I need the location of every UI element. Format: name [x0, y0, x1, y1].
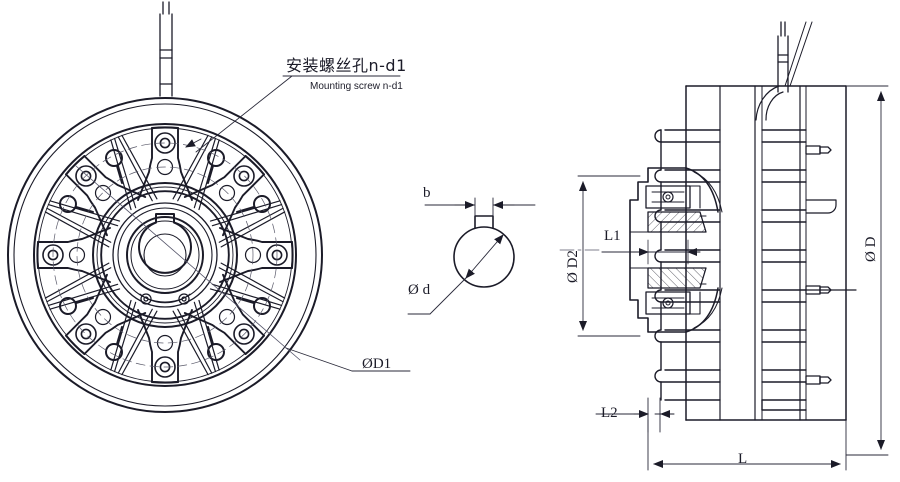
- mounting-screw-leader: [185, 75, 401, 153]
- mounting-screw-label-en: Mounting screw n-d1: [310, 81, 403, 92]
- terminal-posts: [805, 145, 832, 385]
- side-section-view: [559, 21, 857, 421]
- dim-d: [845, 85, 889, 456]
- keyway-width-label: b: [423, 185, 431, 201]
- bore-diameter-label: Ø d: [408, 282, 431, 298]
- length-l2-label: L2: [601, 405, 618, 421]
- diameter-d-label: Ø D: [863, 236, 879, 262]
- hub-face-holes: [139, 293, 191, 305]
- inner-pin-holes: [68, 158, 262, 352]
- length-l1-label: L1: [604, 228, 621, 244]
- diameter-d1-label: ØD1: [362, 356, 392, 372]
- section-hub-bearing: [629, 167, 723, 333]
- dim-l: [647, 419, 847, 471]
- diameter-d2-label: Ø D2: [565, 250, 581, 283]
- dim-l1-arrows: [629, 239, 701, 265]
- front-view-spokes: [36, 126, 294, 384]
- d1-leader: [285, 347, 411, 372]
- shaft-bore-detail: [407, 197, 536, 315]
- cooling-fins-left: [654, 129, 721, 401]
- front-view-bore-keyway: [138, 213, 192, 277]
- spring-pin-lugs: [59, 149, 271, 361]
- bolt-circle-guides: [52, 142, 278, 368]
- front-view-cable: [159, 1, 173, 97]
- dim-d2: [577, 175, 641, 337]
- mounting-screw-label-cn: 安装螺丝孔n-d1: [286, 56, 407, 75]
- section-cable: [755, 21, 813, 121]
- front-view-outer-rings: [7, 97, 323, 413]
- front-view-hub: [92, 182, 238, 328]
- length-l-label: L: [738, 451, 748, 467]
- d1-center-line: [75, 165, 301, 361]
- cooling-fins-right: [761, 129, 807, 411]
